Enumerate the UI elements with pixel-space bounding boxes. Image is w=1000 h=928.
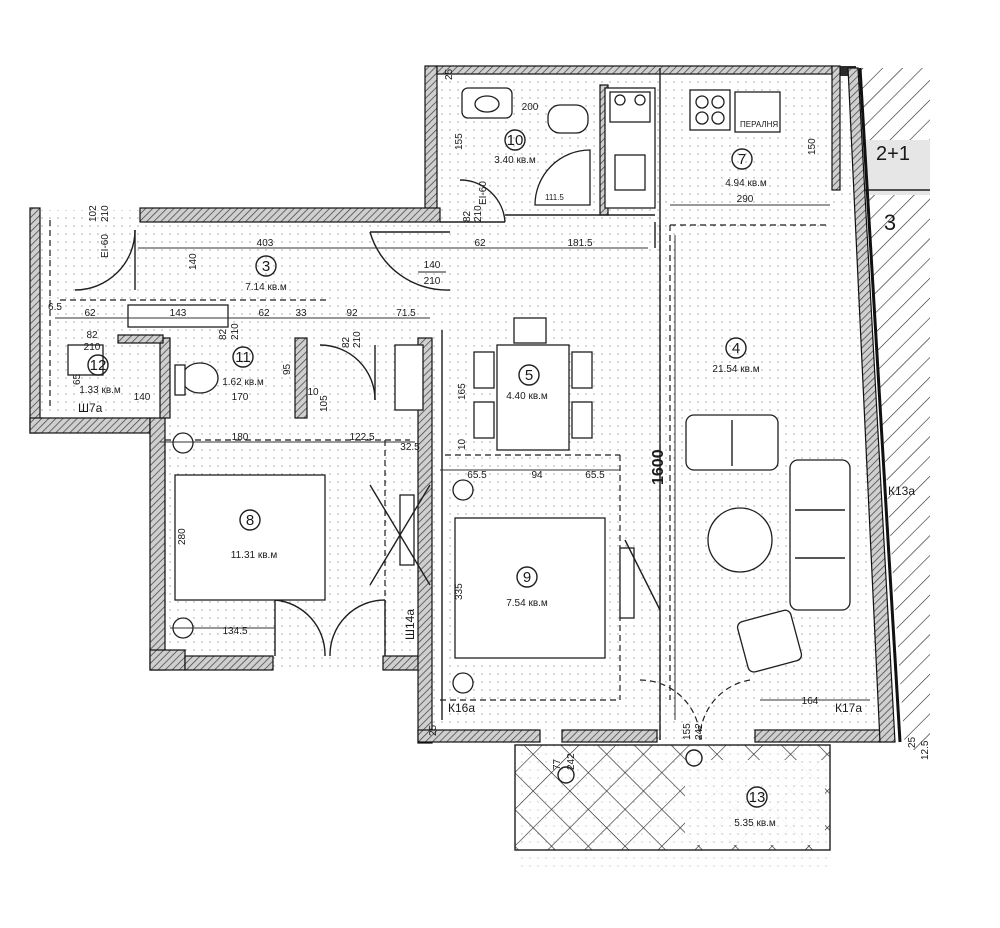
label-k17: К17а — [835, 701, 862, 715]
dim-94: 94 — [531, 470, 543, 481]
room-11-number: 11 — [235, 349, 251, 366]
dim-65-5b: 65.5 — [585, 470, 605, 481]
room-8-area: 11.31 кв.м — [231, 550, 278, 561]
dim-92: 92 — [346, 308, 358, 319]
dim-25b: 25 — [428, 724, 439, 736]
dim-10b: 10 — [457, 438, 468, 450]
room-3-number: 3 — [262, 258, 270, 275]
room-7-area: 4.94 кв.м — [725, 178, 767, 189]
dim-105: 105 — [319, 395, 330, 412]
room-4-number: 4 — [732, 340, 740, 357]
dim-62a: 62 — [474, 238, 486, 249]
dim-12-5: 12.5 — [920, 740, 931, 760]
furniture — [67, 87, 851, 694]
door-ei60-rating: EI-60 — [100, 234, 111, 258]
door-11-width: 82 — [218, 328, 229, 340]
room-12-area: 1.33 кв.м — [79, 385, 121, 396]
dim-62b: 62 — [84, 308, 96, 319]
dim-25a: 25 — [444, 68, 455, 80]
door-bath-height: 210 — [473, 205, 484, 222]
door-balcony16-height: 242 — [694, 723, 705, 740]
label-k13: К13а — [888, 484, 915, 498]
dim-33: 33 — [295, 308, 307, 319]
room-markers — [87, 129, 768, 808]
room-12-number: 12 — [90, 357, 107, 374]
dim-165: 165 — [457, 383, 468, 400]
dim-95: 95 — [282, 363, 293, 375]
dim-164: 164 — [802, 696, 819, 707]
dim-140h: 140 — [134, 392, 151, 403]
dim-140v: 140 — [188, 253, 199, 270]
balcony-13 — [514, 744, 831, 851]
label-shower: 111.5 — [545, 193, 564, 202]
dim-25c: 25 — [907, 736, 918, 748]
dim-122-5: 122.5 — [349, 432, 374, 443]
neighbor-unit-right: 3 — [884, 210, 896, 235]
door-closet-height: 210 — [352, 331, 363, 348]
dim-10: 10 — [307, 387, 319, 398]
room-5-number: 5 — [525, 367, 533, 384]
room-7-number: 7 — [738, 151, 746, 168]
dimension-lines — [55, 204, 870, 720]
door-main-width: 140 — [424, 260, 441, 271]
door-balcony15-width: 77 — [552, 758, 563, 770]
neighbor-area — [858, 68, 930, 750]
label-sh7: Ш7а — [78, 401, 103, 415]
dim-1600: 1600 — [650, 449, 667, 485]
dim-180: 180 — [232, 432, 249, 443]
door-12-width: 82 — [86, 330, 98, 341]
dim-155: 155 — [454, 133, 465, 150]
door-balcony15-height: 242 — [566, 753, 577, 770]
dim-65: 65 — [72, 373, 83, 385]
label-sh14: Ш14а — [403, 609, 417, 640]
door-bath-width: 82 — [462, 210, 473, 222]
room-9-area: 7.54 кв.м — [506, 598, 548, 609]
door-bath-rating: EI-60 — [478, 181, 489, 205]
door-balcony16-width: 155 — [682, 723, 693, 740]
door-ei60-height: 210 — [100, 205, 111, 222]
dim-32-5: 32.5 — [400, 442, 420, 453]
dim-181-5: 181.5 — [567, 238, 592, 249]
dim-134-5: 134.5 — [222, 626, 247, 637]
label-k16: К16а — [448, 701, 475, 715]
label-washer: ПЕРАЛНЯ — [740, 120, 778, 129]
dim-280: 280 — [177, 528, 188, 545]
dim-335: 335 — [454, 583, 465, 600]
dim-143: 143 — [170, 308, 187, 319]
dim-65-5a: 65.5 — [467, 470, 487, 481]
room-8-number: 8 — [246, 512, 254, 529]
room-10-number: 10 — [507, 132, 524, 149]
dim-290: 290 — [737, 194, 754, 205]
walls — [29, 65, 902, 744]
dim-150: 150 — [807, 138, 818, 155]
dim-170: 170 — [232, 392, 249, 403]
room-9-number: 9 — [523, 569, 531, 586]
dim-6-5: 6.5 — [48, 302, 62, 313]
room-4-area: 21.54 кв.м — [712, 364, 759, 375]
room-13-number: 13 — [749, 789, 766, 806]
doors — [74, 179, 751, 741]
neighbor-unit-top: 2+1 — [876, 143, 910, 165]
door-12-height: 210 — [84, 342, 101, 353]
room-10-area: 3.40 кв.м — [494, 155, 536, 166]
door-11-height: 210 — [230, 323, 241, 340]
room-13-area: 5.35 кв.м — [734, 818, 776, 829]
door-main-height: 210 — [424, 276, 441, 287]
door-ei60-width: 102 — [88, 205, 99, 222]
room-5-area: 4.40 кв.м — [506, 391, 548, 402]
room-3-area: 7.14 кв.м — [245, 282, 287, 293]
door-closet-width: 82 — [341, 336, 352, 348]
dim-62c: 62 — [258, 308, 270, 319]
dim-403: 403 — [257, 238, 274, 249]
dim-200: 200 — [522, 102, 539, 113]
room-11-area: 1.62 кв.м — [222, 377, 264, 388]
dim-71-5: 71.5 — [396, 308, 416, 319]
